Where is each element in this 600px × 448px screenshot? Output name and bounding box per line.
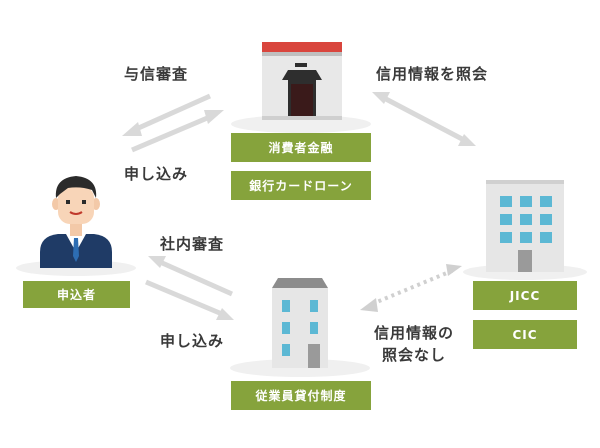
arrow-internal-review bbox=[148, 256, 234, 297]
arrows bbox=[122, 92, 476, 320]
arrow-apply-bottom bbox=[145, 279, 234, 320]
bureau-building-icon bbox=[486, 180, 564, 272]
label-apply-top: 申し込み bbox=[124, 165, 189, 183]
arrow-credit-review bbox=[122, 93, 212, 136]
box-bank-card-loan: 銀行カードローン bbox=[231, 171, 371, 200]
box-consumer-finance: 消費者金融 bbox=[231, 133, 371, 162]
company-building-icon bbox=[272, 278, 328, 368]
label-no-inquiry-line2: 照会なし bbox=[381, 346, 446, 364]
box-jicc: JICC bbox=[473, 281, 577, 310]
arrow-apply-top bbox=[131, 110, 224, 153]
label-credit-review: 与信審査 bbox=[124, 65, 189, 83]
label-credit-inquiry: 信用情報を照会 bbox=[376, 65, 489, 83]
box-cic: CIC bbox=[473, 320, 577, 349]
box-employee-loan: 従業員貸付制度 bbox=[231, 381, 371, 410]
label-no-inquiry-line1: 信用情報の bbox=[373, 324, 454, 342]
box-applicant: 申込者 bbox=[23, 281, 130, 308]
applicant-person-icon bbox=[40, 176, 112, 268]
arrow-no-inquiry-dotted bbox=[360, 264, 462, 312]
store-icon bbox=[262, 42, 342, 120]
arrow-credit-inquiry bbox=[372, 92, 476, 146]
label-apply-bottom: 申し込み bbox=[160, 332, 225, 350]
label-internal-review: 社内審査 bbox=[160, 235, 225, 253]
label-no-inquiry: 信用情報の 照会なし bbox=[362, 322, 466, 366]
